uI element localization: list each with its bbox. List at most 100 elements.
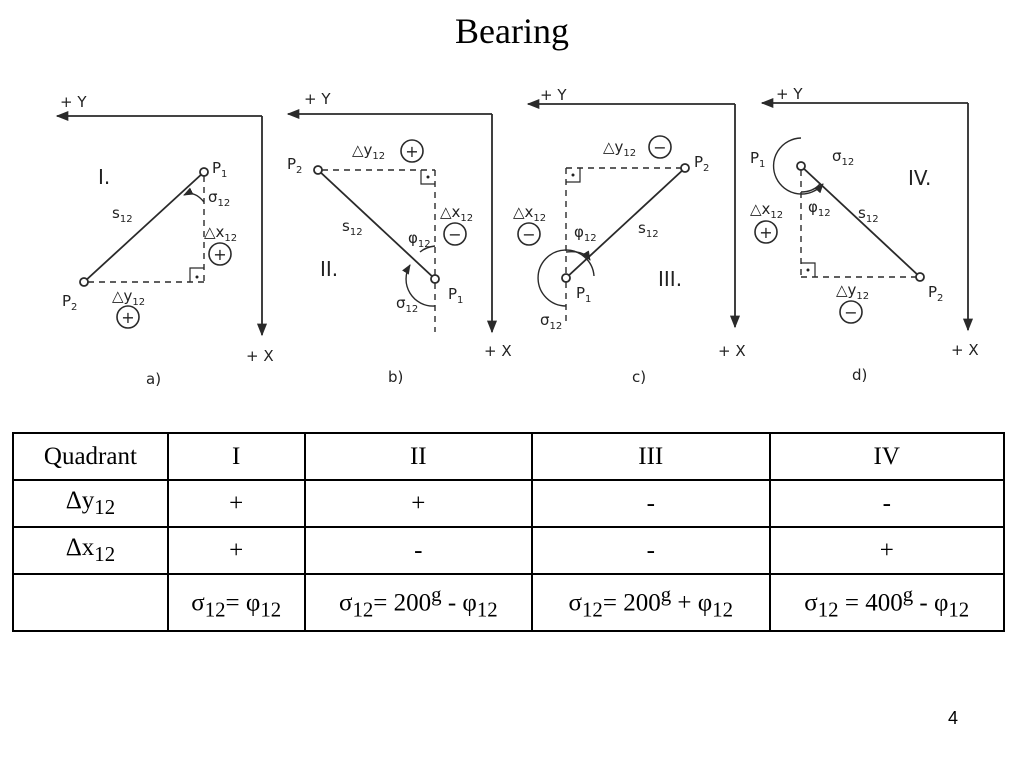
sigma-label: σ12 — [396, 294, 418, 315]
axis-x-label: + X — [718, 342, 746, 360]
row-label-formula — [12, 573, 169, 632]
dx-label: △x12 — [440, 203, 473, 224]
point-p1 — [796, 161, 806, 171]
phi-label: φ12 — [408, 229, 431, 250]
panel-caption: a) — [146, 370, 161, 388]
sigma-arc — [537, 249, 595, 307]
table-row-dy: Δy12 + + - - — [12, 479, 1005, 528]
dx-sign-circle — [208, 242, 232, 266]
dx-sign-circle — [443, 222, 467, 246]
p1-label: P1 — [576, 284, 591, 305]
phi-label: φ12 — [574, 223, 597, 244]
dy-label: △y12 — [836, 281, 869, 302]
axis-y-label: + Y — [304, 90, 331, 108]
right-angle-mark — [189, 267, 204, 282]
sign-cell: + — [303, 479, 534, 528]
axis-y-label: + Y — [776, 85, 803, 103]
quadrant-label: III. — [658, 267, 682, 291]
dy-label: △y12 — [352, 141, 385, 162]
sign-cell: - — [768, 479, 1005, 528]
row-label-dy: Δy12 — [12, 479, 169, 528]
panel-c: + Y + X III. P2 P1 s12 φ12 σ12 △y12 − △x… — [513, 86, 746, 386]
dx-label: △x12 — [204, 223, 237, 244]
dx-sign: − — [522, 225, 535, 244]
side-label: s12 — [858, 204, 879, 225]
panel-b: + Y + X II. P2 P1 s12 φ12 σ12 △y12 + △x1… — [286, 90, 512, 386]
table-header-cell: I — [166, 432, 306, 481]
dx-sign-circle — [754, 220, 778, 244]
dx-sign: − — [448, 225, 461, 244]
p1-label: P1 — [448, 285, 463, 306]
p2-label: P2 — [287, 155, 302, 176]
sign-cell: + — [166, 526, 306, 575]
sigma-label: σ12 — [832, 147, 854, 168]
sigma-arc — [402, 264, 436, 307]
point-p1 — [199, 167, 209, 177]
dx-label: △x12 — [513, 203, 546, 224]
panel-caption: b) — [388, 368, 403, 386]
dy-sign-circle — [400, 139, 424, 163]
p2-label: P2 — [62, 292, 77, 313]
p2-label: P2 — [928, 283, 943, 304]
dy-sign-circle — [116, 305, 140, 329]
axis-x-label: + X — [484, 342, 512, 360]
sign-cell: + — [166, 479, 306, 528]
phi-arc — [565, 250, 591, 261]
dy-sign-circle — [648, 135, 672, 159]
formula-cell: σ12= 200g + φ12 — [531, 573, 771, 632]
dy-label: △y12 — [112, 287, 145, 308]
dy-sign: − — [653, 138, 666, 157]
point-p2 — [313, 165, 323, 175]
p2-label: P2 — [694, 153, 709, 174]
right-angle-mark — [420, 170, 435, 185]
quadrant-label: II. — [320, 257, 338, 281]
point-p2 — [79, 277, 89, 287]
sign-cell: - — [531, 526, 771, 575]
phi-arc — [419, 245, 436, 253]
dx-sign-circle — [517, 222, 541, 246]
table-header-cell: II — [303, 432, 534, 481]
sign-cell: + — [768, 526, 1005, 575]
quadrant-label: IV. — [908, 166, 931, 190]
sigma-label: σ12 — [540, 311, 562, 332]
row-label-dx: Δx12 — [12, 526, 169, 575]
phi-arc — [800, 183, 821, 193]
sigma-arc — [183, 187, 205, 203]
sigma-arc — [772, 137, 824, 195]
formula-cell: σ12= 200g - φ12 — [303, 573, 534, 632]
dx-sign: + — [213, 245, 226, 264]
formula-cell: σ12 = 400g - φ12 — [768, 573, 1005, 632]
table-header-row: Quadrant I II III IV — [12, 432, 1005, 481]
table-row-formula: σ12= φ12 σ12= 200g - φ12 σ12= 200g + φ12… — [12, 573, 1005, 632]
dy-sign: + — [405, 142, 418, 161]
slide-title: Bearing — [455, 11, 569, 51]
dx-sign: + — [759, 223, 772, 242]
axis-y-label: + Y — [540, 86, 567, 104]
panel-caption: d) — [852, 366, 867, 384]
axis-x-label: + X — [951, 341, 979, 359]
panel-d: + Y + X IV. P1 P2 s12 φ12 σ12 △x12 + △y1… — [750, 85, 979, 384]
side-label: s12 — [638, 219, 659, 240]
sigma-label: σ12 — [208, 188, 230, 209]
dy-sign-circle — [839, 300, 863, 324]
quadrant-label: I. — [98, 165, 110, 189]
panel-a: + Y + X I. P1 P2 s12 σ12 △x12 + △y12 + a… — [55, 93, 274, 388]
p1-label: P1 — [212, 159, 227, 180]
quadrant-diagrams: + Y + X I. P1 P2 s12 σ12 △x12 + △y12 + a… — [55, 85, 979, 388]
point-p2 — [915, 272, 925, 282]
p1-label: P1 — [750, 149, 765, 170]
sign-cell: - — [303, 526, 534, 575]
panel-caption: c) — [632, 368, 646, 386]
dx-label: △x12 — [750, 200, 783, 221]
point-p1 — [430, 274, 440, 284]
point-p1 — [561, 273, 571, 283]
point-p2 — [680, 163, 690, 173]
table-header-cell: Quadrant — [12, 432, 169, 481]
side-label: s12 — [342, 217, 363, 238]
axis-x-label: + X — [246, 347, 274, 365]
table-header-cell: IV — [768, 432, 1005, 481]
right-angle-mark — [801, 262, 816, 277]
dy-sign: − — [844, 303, 857, 322]
right-angle-mark — [566, 168, 581, 183]
table-header-cell: III — [531, 432, 771, 481]
